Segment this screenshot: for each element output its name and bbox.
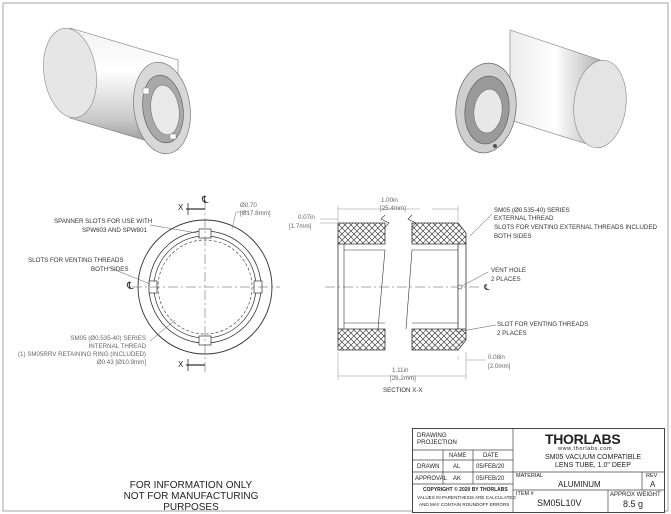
ext-thread-2: EXTERNAL THREAD bbox=[494, 215, 554, 222]
thread-note-1: SM05 (Ø0.535-40) SERIES bbox=[70, 335, 146, 342]
col-date: DATE bbox=[483, 453, 499, 459]
vent-hole-2: 2 PLACES bbox=[491, 276, 521, 283]
isometric-view-left bbox=[43, 27, 191, 155]
section-label: SECTION X-X bbox=[383, 387, 423, 394]
material-label: MATERIAL bbox=[516, 473, 544, 479]
drawn-date: 05/FEB/20 bbox=[476, 464, 505, 470]
ext-thread-1: SM05 (Ø0.535-40) SERIES bbox=[494, 207, 570, 214]
rev-value: A bbox=[650, 480, 656, 489]
info-note: FOR INFORMATION ONLY NOT FOR MANUFACTURI… bbox=[96, 480, 286, 513]
slot-venting-1: SLOT FOR VENTING THREADS bbox=[497, 321, 589, 328]
title-block: DRAWING PROJECTION NAME DATE DRAWN AL 05… bbox=[412, 428, 665, 513]
dim-step: 0.08in bbox=[488, 354, 505, 361]
section-marker-top: X bbox=[178, 203, 184, 212]
copyright: COPYRIGHT © 2020 BY THORLABS bbox=[423, 487, 508, 493]
centerline-mark-section: ℄ bbox=[484, 283, 490, 292]
dim-outer-mm: [Ø17.8mm] bbox=[240, 210, 271, 217]
spanner-label-1: SPANNER SLOTS FOR USE WITH bbox=[54, 218, 153, 225]
dim-step-mm: [2.0mm] bbox=[488, 363, 511, 370]
section-view bbox=[320, 206, 497, 380]
material-value: ALUMINUM bbox=[558, 480, 601, 489]
info-note-line-1: FOR INFORMATION ONLY bbox=[129, 480, 253, 491]
approval-label: APPROVAL bbox=[415, 476, 447, 482]
disclaimer-2: AND MAY CONTAIN ROUNDOFF ERRORS bbox=[419, 502, 510, 507]
centerline-mark-left: ℄ bbox=[127, 281, 134, 292]
dim-length-mm: [25.4mm] bbox=[380, 205, 406, 212]
description-line-2: LENS TUBE, 1.0" DEEP bbox=[555, 462, 631, 469]
dim-outer: Ø0.70 bbox=[240, 202, 257, 209]
thread-note-2: INTERNAL THREAD bbox=[88, 343, 146, 350]
item-value: SM05L10V bbox=[537, 498, 582, 508]
description-line-1: SM05 VACUUM COMPATIBLE bbox=[545, 454, 642, 461]
isometric-view-right bbox=[455, 29, 627, 154]
approval-date: 05/FEB/20 bbox=[476, 476, 505, 482]
disclaimer-1: VALUES IN PARENTHESIS ARE CALCULATED bbox=[417, 495, 516, 500]
drawn-label: DRAWN bbox=[417, 464, 440, 470]
drawn-name: AL bbox=[453, 464, 461, 470]
projection-label-1: DRAWING bbox=[417, 432, 447, 439]
weight-label: APPROX WEIGHT bbox=[610, 492, 661, 498]
info-note-line-2: NOT FOR MANUFACTURING PURPOSES bbox=[123, 491, 259, 513]
dim-wall: 0.07in bbox=[298, 214, 315, 221]
ext-thread-3: SLOTS FOR VENTING EXTERNAL THREADS INCLU… bbox=[494, 224, 657, 231]
dim-total: 1.11in bbox=[392, 367, 409, 374]
weight-value: 8.5 g bbox=[623, 499, 644, 509]
item-label: ITEM # bbox=[516, 491, 534, 497]
front-view bbox=[107, 200, 280, 372]
col-name: NAME bbox=[449, 453, 467, 459]
dim-length: 1.00in bbox=[381, 197, 398, 204]
title-block-grid bbox=[413, 429, 664, 512]
approval-name: AK bbox=[453, 476, 462, 482]
venting-label-2: BOTH SIDES bbox=[91, 266, 129, 273]
venting-label-1: SLOTS FOR VENTING THREADS bbox=[28, 257, 124, 264]
slot-venting-2: 2 PLACES bbox=[497, 330, 527, 337]
projection-label-2: PROJECTION bbox=[417, 439, 457, 446]
thread-note-4: Ø0.43 [Ø10.9mm] bbox=[96, 359, 146, 366]
centerline-mark-top: ℄ bbox=[202, 195, 209, 206]
dim-wall-mm: [1.7mm] bbox=[289, 223, 312, 230]
spanner-label-2: SPW603 AND SPW801 bbox=[82, 227, 147, 234]
vent-hole-1: VENT HOLE bbox=[491, 267, 526, 274]
dim-total-mm: [28.2mm] bbox=[390, 375, 416, 382]
section-marker-bottom: X bbox=[178, 360, 184, 369]
rev-label: REV bbox=[646, 473, 658, 479]
thorlabs-logo: THORLABS bbox=[545, 431, 621, 447]
website: www.thorlabs.com bbox=[558, 446, 613, 452]
ext-thread-4: BOTH SIDES bbox=[494, 233, 532, 240]
thread-note-3: (1) SM05RRV RETAINING RING (INCLUDED) bbox=[17, 351, 146, 358]
